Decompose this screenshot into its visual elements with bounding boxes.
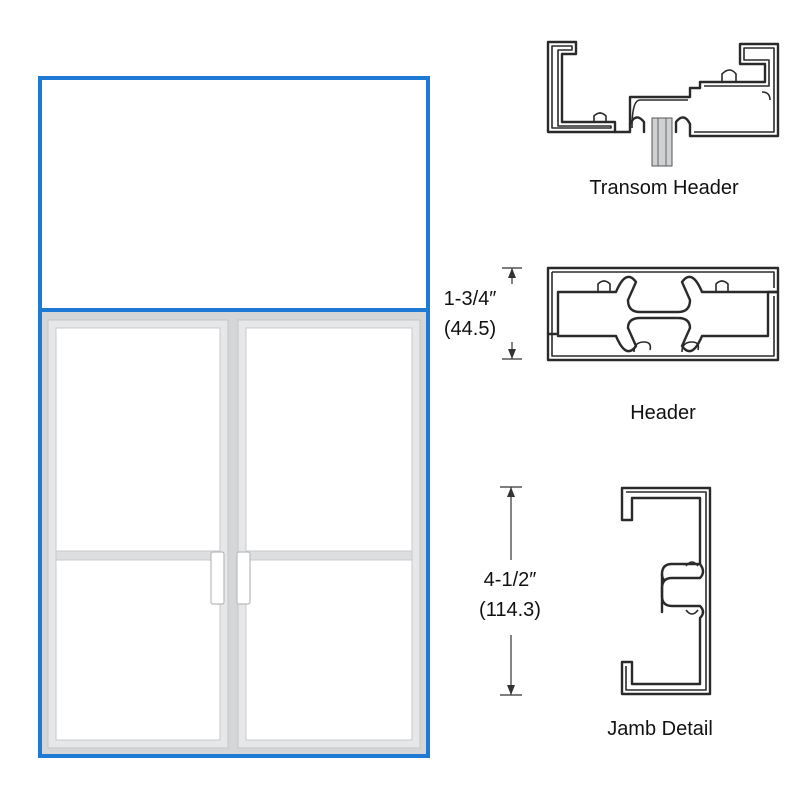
header-dimension-inches: 1-3/4″ <box>444 288 497 310</box>
left-door-leaf <box>47 319 229 749</box>
jamb-dimension <box>500 486 522 696</box>
jamb-detail-label: Jamb Detail <box>607 718 713 740</box>
right-door-crossbar <box>245 550 413 561</box>
left-door-crossbar <box>55 550 221 561</box>
door-elevation <box>38 76 430 758</box>
jamb-dimension-inches: 4-1/2″ <box>484 569 537 591</box>
header-label: Header <box>630 402 696 424</box>
header-profile <box>546 266 780 362</box>
jamb-detail-profile <box>620 486 712 696</box>
header-dimension-mm: (44.5) <box>444 318 496 340</box>
left-door-pull-handle <box>210 551 225 605</box>
jamb-dimension-mm: (114.3) <box>479 599 541 621</box>
transom-panel <box>38 76 430 312</box>
right-door-leaf <box>236 319 421 749</box>
right-door-pull-handle <box>236 551 251 605</box>
right-door-glass <box>245 327 413 741</box>
header-dimension <box>502 267 522 360</box>
transom-header-label: Transom Header <box>589 177 739 199</box>
transom-header-profile <box>546 40 780 167</box>
left-door-glass <box>55 327 221 741</box>
